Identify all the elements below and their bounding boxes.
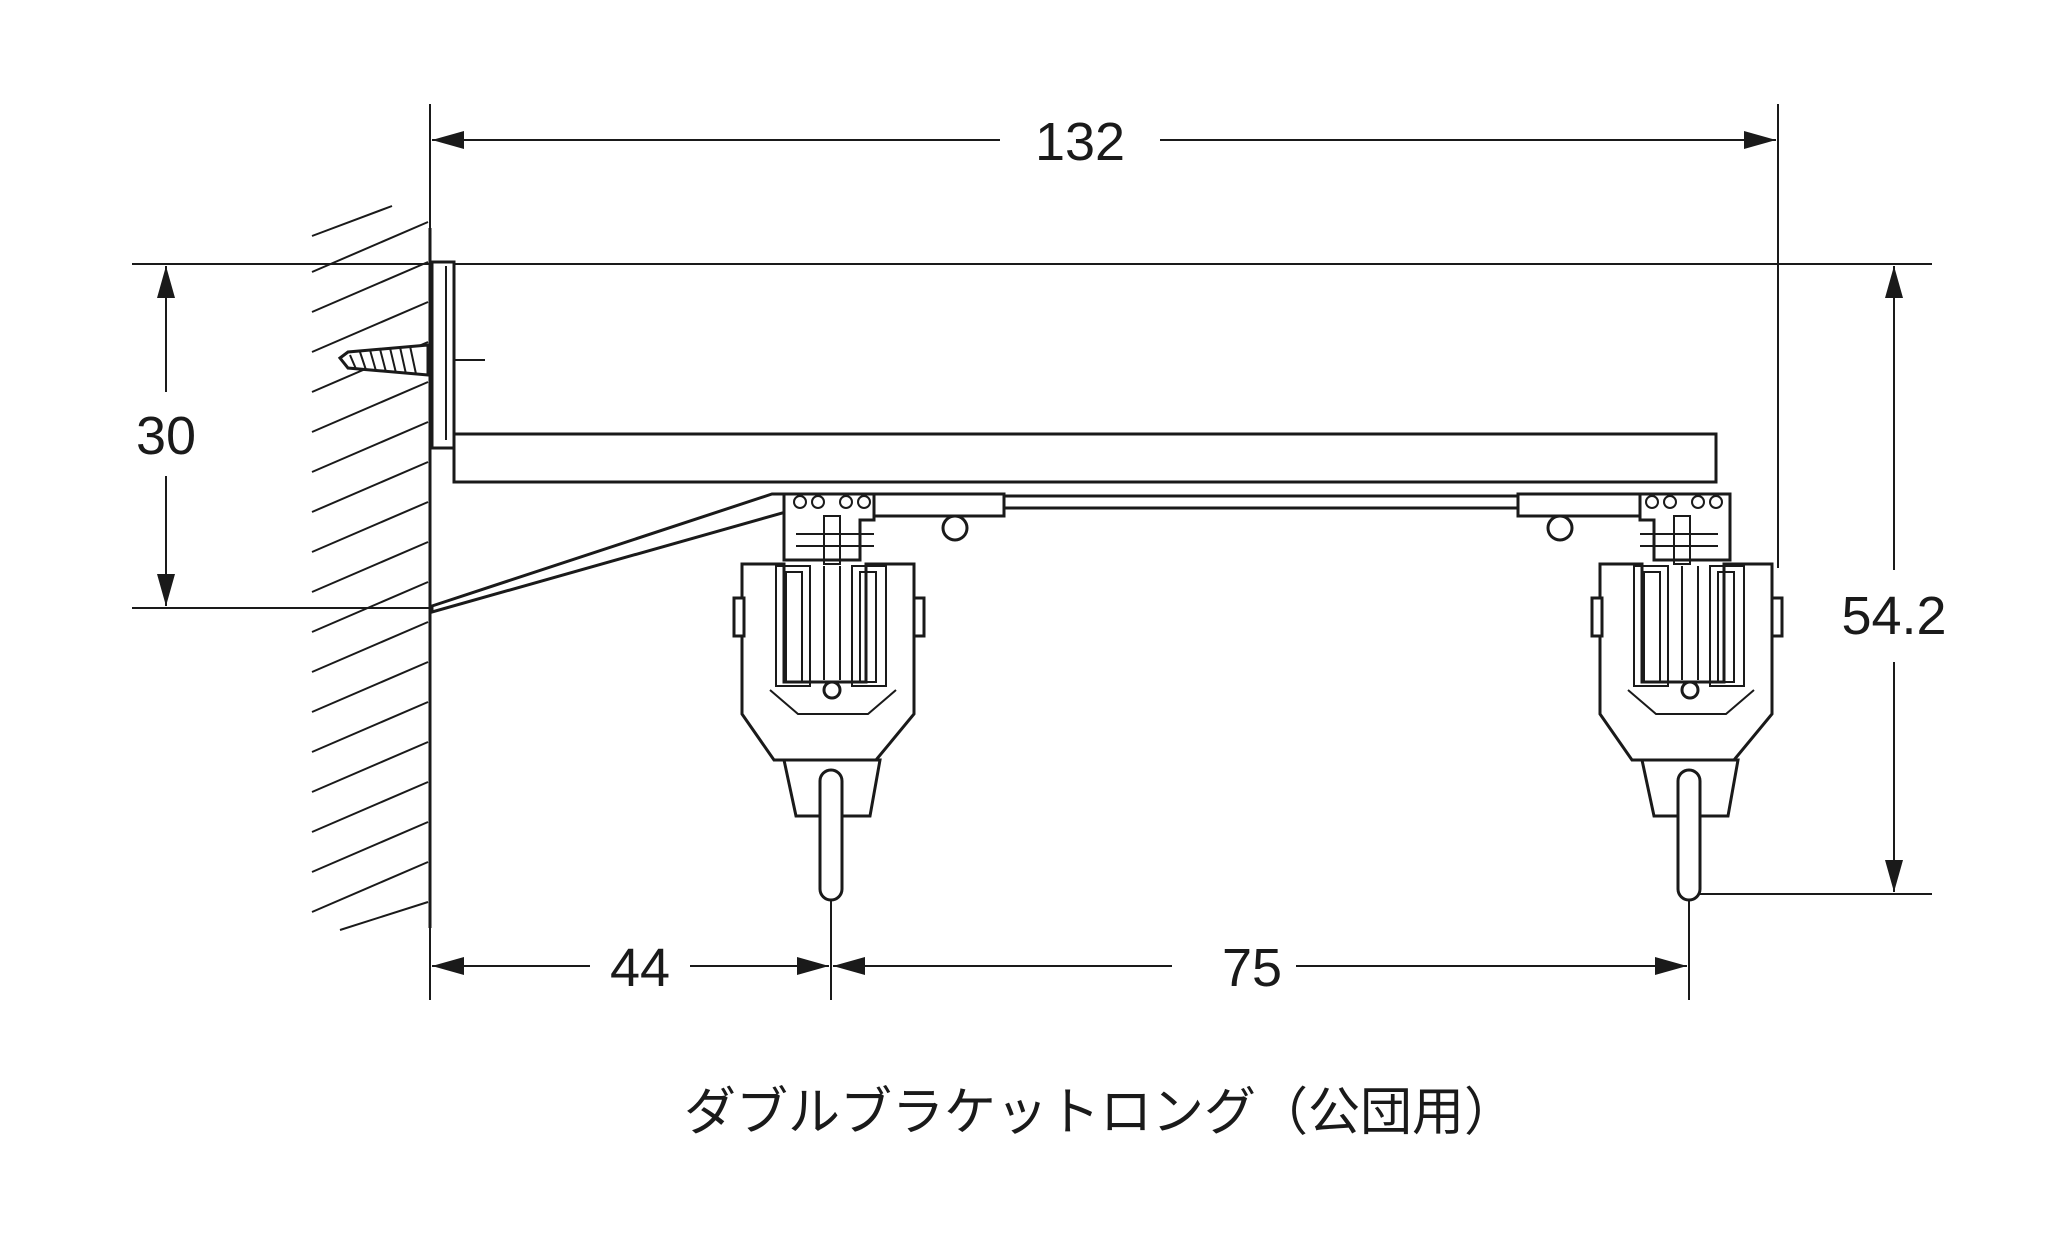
label-bracket-height: 30 (136, 406, 196, 466)
label-total-height: 54.2 (1841, 586, 1946, 646)
runner-right (1516, 492, 1784, 902)
runner-left (732, 492, 1006, 902)
label-wall-to-first-runner: 44 (610, 938, 670, 998)
screw-icon (337, 343, 485, 377)
label-overall-width: 132 (1035, 112, 1125, 172)
dimension-bracket-height (132, 263, 432, 609)
bracket (430, 260, 1722, 614)
wall-hatching (311, 205, 429, 931)
label-runner-spacing: 75 (1222, 938, 1282, 998)
dimension-overall-width (429, 104, 1779, 568)
diagram-caption: ダブルブラケットロング（公団用） (684, 1083, 1516, 1143)
dimension-total-height (454, 263, 1932, 895)
dimension-bottom (429, 900, 1690, 1000)
wall (311, 205, 432, 931)
